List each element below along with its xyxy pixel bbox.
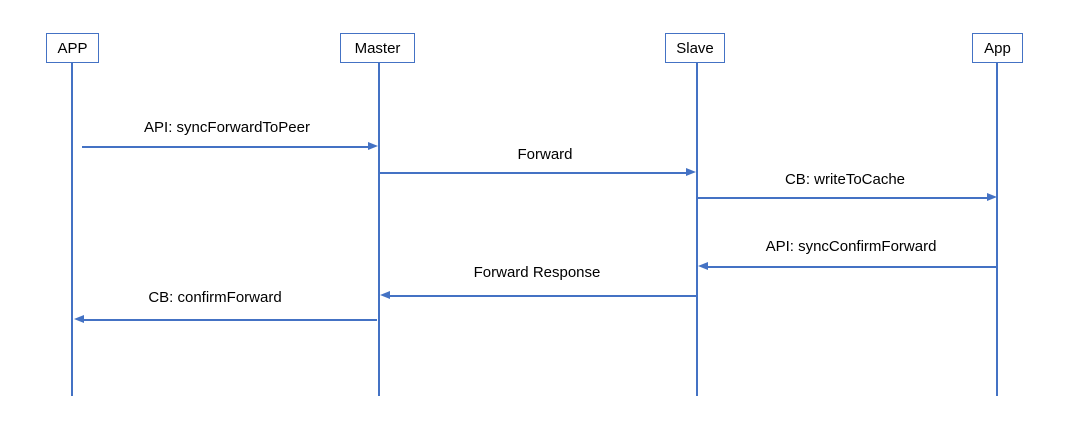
arrowhead-right-icon	[686, 168, 696, 176]
actor-label-slave: Slave	[676, 39, 714, 57]
message-label-sync-confirm-forward: API: syncConfirmForward	[765, 238, 937, 255]
actor-box-app-receiver: App	[972, 33, 1023, 63]
message-label-confirm-forward: CB: confirmForward	[148, 289, 282, 306]
arrowhead-right-icon	[368, 142, 378, 150]
message-label-forward-response: Forward Response	[473, 264, 601, 281]
actor-label-app-caller: APP	[57, 39, 88, 57]
message-line-confirm-forward	[84, 319, 377, 321]
actor-box-app-caller: APP	[46, 33, 99, 63]
lifeline-master	[378, 63, 380, 396]
message-label-forward: Forward	[517, 146, 573, 163]
message-line-forward	[380, 172, 687, 174]
lifeline-app-caller	[71, 63, 73, 396]
actor-box-master: Master	[340, 33, 415, 63]
message-line-sync-forward-to-peer	[82, 146, 369, 148]
message-line-forward-response	[390, 295, 697, 297]
arrowhead-left-icon	[698, 262, 708, 270]
lifeline-slave	[696, 63, 698, 396]
arrowhead-right-icon	[987, 193, 997, 201]
actor-label-master: Master	[354, 39, 401, 57]
lifeline-app-receiver	[996, 63, 998, 396]
message-line-write-to-cache	[698, 197, 988, 199]
message-label-write-to-cache: CB: writeToCache	[784, 171, 906, 188]
message-label-sync-forward-to-peer: API: syncForwardToPeer	[144, 119, 310, 136]
actor-label-app-receiver: App	[984, 39, 1011, 57]
arrowhead-left-icon	[74, 315, 84, 323]
arrowhead-left-icon	[380, 291, 390, 299]
message-line-sync-confirm-forward	[708, 266, 997, 268]
actor-box-slave: Slave	[665, 33, 725, 63]
